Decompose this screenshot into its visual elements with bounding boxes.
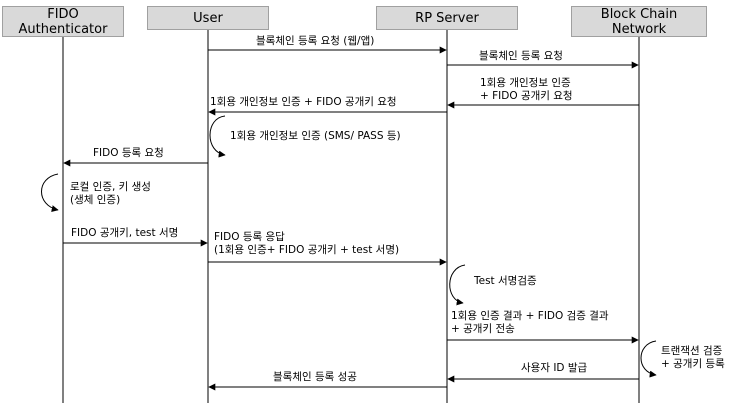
message-label-m1: 블록체인 등록 요청 (웹/앱): [256, 35, 375, 47]
message-label-m13: 사용자 ID 발급: [521, 362, 588, 374]
arrow-m5: [209, 115, 226, 158]
actor-user: User: [147, 6, 269, 30]
message-label-m10: Test 서명검증: [474, 275, 537, 287]
actor-block-chain-network: Block Chain Network: [571, 6, 707, 37]
message-label-m5: 1회용 개인정보 인증 (SMS/ PASS 등): [230, 130, 401, 142]
message-label-m11: 1회용 인증 결과 + FIDO 검증 결과 + 공개키 전송: [451, 310, 609, 335]
message-label-m8: FIDO 공개키, test 서명: [71, 227, 179, 239]
message-label-m7: 로컬 인증, 키 생성 (생체 인증): [70, 181, 151, 206]
message-label-m12: 트랜잭션 검증 + 공개키 등록: [661, 345, 725, 370]
actor-fido-authenticator: FIDO Authenticator: [2, 6, 124, 37]
message-label-m2: 블록체인 등록 요청: [479, 50, 563, 62]
message-label-m3: 1회용 개인정보 인증 + FIDO 공개키 요청: [480, 77, 573, 102]
arrow-m7: [41, 173, 59, 213]
arrow-m12: [640, 340, 657, 378]
actor-rp-server: RP Server: [376, 6, 518, 30]
message-label-m6: FIDO 등록 요청: [93, 147, 164, 159]
message-label-m4: 1회용 개인정보 인증 + FIDO 공개키 요청: [210, 96, 397, 108]
arrow-m10: [449, 264, 466, 306]
message-label-m14: 블록체인 등록 성공: [273, 371, 357, 383]
message-label-m9: FIDO 등록 응답 (1회용 인증+ FIDO 공개키 + test 서명): [214, 231, 400, 256]
